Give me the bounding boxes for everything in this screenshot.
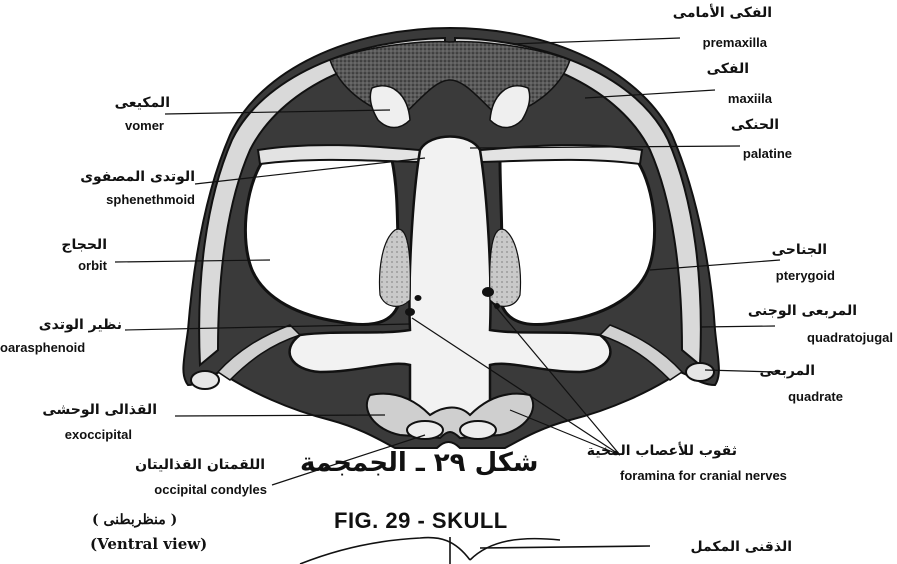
quadratojugal-label-en: quadratojugal — [807, 330, 893, 345]
right-condyle — [460, 421, 496, 439]
left-condyle — [407, 421, 443, 439]
exoccipital-label-en: exoccipital — [65, 427, 132, 442]
foramen-1 — [405, 308, 415, 316]
parasphenoid-label-en: oarasphenoid — [0, 340, 85, 355]
view-label-en: (Ventral view) — [90, 535, 207, 553]
mandible-sketch — [300, 537, 650, 564]
premaxilla-label-en: premaxilla — [703, 35, 767, 50]
quadrate-label-en: quadrate — [788, 389, 843, 404]
maxilla-label-en: maxiila — [728, 91, 772, 106]
orbit-label-ar: الحجاج — [61, 238, 107, 253]
foramina-label-en: foramina for cranial nerves — [620, 468, 787, 483]
sphenethmoid-label-ar: الوتدى المصفوى — [80, 170, 195, 185]
condyles-label-en: occipital condyles — [154, 482, 267, 497]
dentary-label-ar: الذقنى المكمل — [690, 540, 792, 555]
quadrate-label-ar: المربعى — [760, 364, 815, 379]
figure-caption-en: FIG. 29 - SKULL — [334, 508, 508, 534]
condyles-label-ar: اللقمتان القذاليتان — [135, 458, 265, 473]
orbit-label-en: orbit — [78, 258, 107, 273]
maxilla-label-ar: الفكى — [707, 62, 749, 77]
parasphenoid-label-ar: نظير الوتدى — [39, 318, 122, 333]
right-quadrate — [686, 363, 714, 381]
figure-caption-ar: شكل ٢٩ ـ الجمجمة — [300, 448, 538, 478]
pterygoid-label-en: pterygoid — [776, 268, 835, 283]
view-label-ar: ( منظربطنى ) — [92, 512, 177, 528]
sphenethmoid-label-en: sphenethmoid — [106, 192, 195, 207]
foramen-3 — [482, 287, 494, 297]
left-quadrate — [191, 371, 219, 389]
quadratojugal-label-ar: المربعى الوجنى — [748, 304, 857, 319]
palatine-label-ar: الحنكى — [731, 118, 779, 133]
premaxilla-label-ar: الفكى الأمامى — [673, 6, 772, 21]
vomer-label-ar: المكيعى — [115, 96, 170, 111]
foramen-2 — [415, 295, 422, 301]
palatine-label-en: palatine — [743, 146, 792, 161]
exoccipital-label-ar: القذالى الوحشى — [42, 403, 157, 418]
vomer-label-en: vomer — [125, 118, 164, 133]
foramina-label-ar: ثقوب للأعصاب المخية — [587, 444, 737, 459]
pterygoid-label-ar: الجناحى — [772, 243, 827, 258]
